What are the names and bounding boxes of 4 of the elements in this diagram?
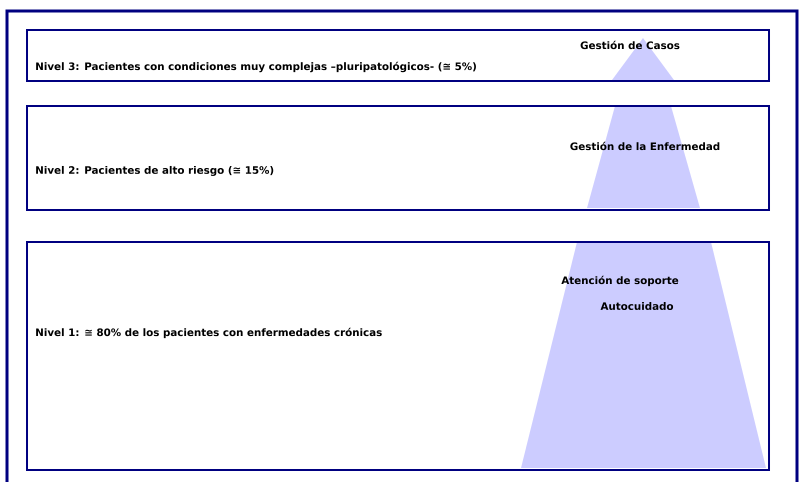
frame (6, 10, 798, 482)
pyramid-segment: Gestión de Casos (580, 38, 680, 80)
pyramid-segment: Gestión de la Enfermedad (570, 106, 720, 208)
pyramid-segment: Atención de soporte Autocuidado (521, 242, 766, 468)
